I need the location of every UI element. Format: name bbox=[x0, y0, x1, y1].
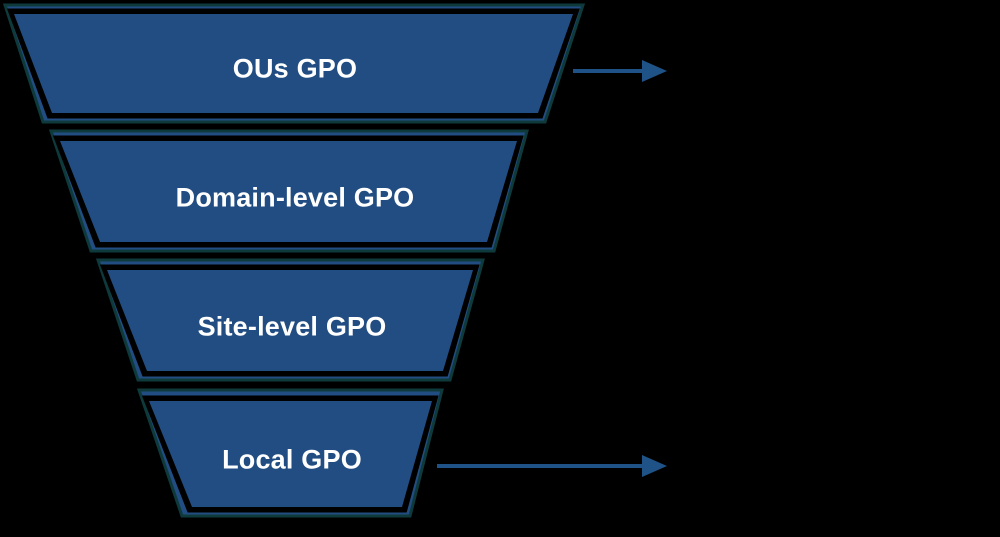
funnel-segment-domain-level-gpo[interactable] bbox=[48, 129, 529, 253]
funnel-segment-label-ous-gpo: OUs GPO bbox=[232, 53, 358, 84]
funnel-segment-label-site-level-gpo: Site-level GPO bbox=[197, 311, 387, 342]
top-arrow-icon bbox=[573, 60, 667, 82]
funnel-segment-ous-gpo-face bbox=[14, 14, 573, 113]
bottom-arrow-icon bbox=[437, 455, 667, 477]
funnel-segment-ous-gpo[interactable] bbox=[2, 3, 586, 124]
funnel-segment-local-gpo[interactable] bbox=[136, 388, 444, 518]
funnel-segment-domain-level-gpo-face bbox=[60, 141, 517, 242]
funnel-segment-label-domain-level-gpo: Domain-level GPO bbox=[175, 182, 415, 213]
funnel-segment-site-level-gpo-face bbox=[107, 270, 473, 371]
funnel-segment-label-local-gpo: Local GPO bbox=[222, 444, 362, 475]
funnel-segment-site-level-gpo[interactable] bbox=[95, 258, 485, 382]
funnel-segment-local-gpo-face bbox=[149, 401, 432, 507]
